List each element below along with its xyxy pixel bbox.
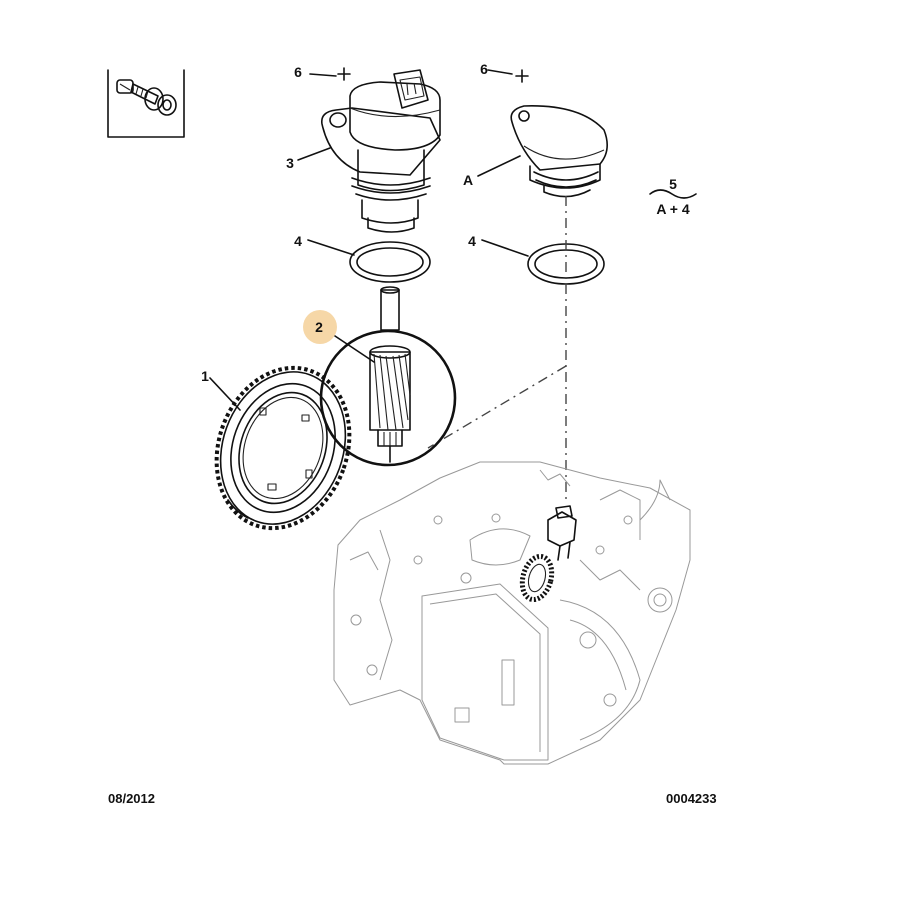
installed-sensor bbox=[547, 505, 577, 561]
axis-line-diagonal bbox=[427, 365, 567, 449]
installed-ring-gear bbox=[519, 553, 555, 603]
callout-kit-contents: A + 4 bbox=[656, 201, 690, 217]
callout-seal-left-4: 4 bbox=[294, 233, 302, 249]
driven-pinion bbox=[319, 286, 457, 467]
callout-pinion-2: 2 bbox=[315, 319, 323, 335]
seal-ring-left bbox=[349, 241, 431, 283]
callout-sensor-3: 3 bbox=[286, 155, 294, 171]
highlight-circle bbox=[319, 329, 457, 467]
diagram-reference: 0004233 bbox=[666, 791, 717, 806]
leader-lines bbox=[209, 69, 697, 411]
callout-screw-6: 6 bbox=[294, 64, 302, 80]
gearbox-housing bbox=[333, 461, 691, 765]
blanking-cap bbox=[510, 69, 608, 198]
callout-kit-5: 5 bbox=[669, 176, 677, 192]
drive-ring-gear bbox=[214, 365, 352, 531]
callout-labels: 6 6 3 A 4 4 2 1 5 A + 4 bbox=[201, 61, 690, 384]
callout-cap-screw-6: 6 bbox=[480, 61, 488, 77]
highlight-badge bbox=[303, 310, 337, 344]
screw-icon bbox=[116, 79, 177, 116]
callout-ring-gear-1: 1 bbox=[201, 368, 209, 384]
diagram-date: 08/2012 bbox=[108, 791, 155, 806]
callout-seal-right-4: 4 bbox=[468, 233, 476, 249]
speed-sensor bbox=[320, 67, 441, 233]
callout-cap-a: A bbox=[463, 172, 473, 188]
screw-inset bbox=[107, 69, 185, 138]
